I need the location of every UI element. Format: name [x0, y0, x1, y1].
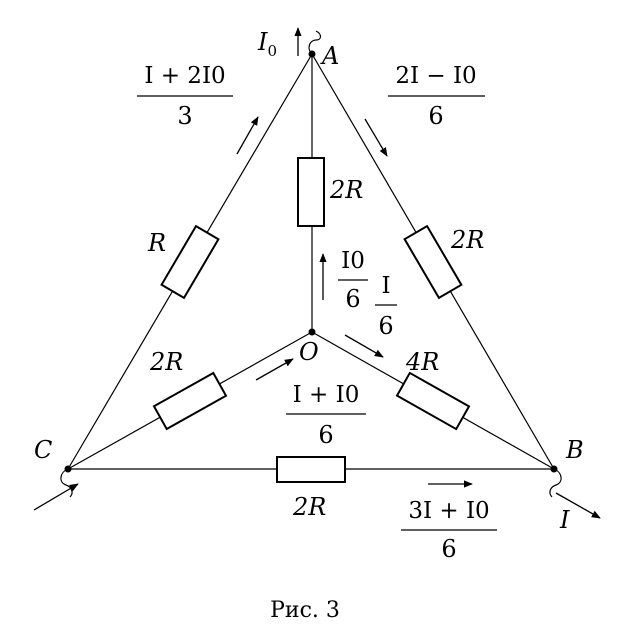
- fraction-CB-numerator: 3I + I0: [408, 498, 489, 524]
- fraction-AB-denominator: 6: [428, 102, 443, 130]
- fraction-CA-denominator: 3: [177, 102, 192, 130]
- current-I0-main: I: [257, 28, 268, 56]
- current-label-I: I: [559, 506, 570, 534]
- node-label-O: O: [299, 338, 319, 366]
- fraction-OB: I 6: [375, 273, 397, 340]
- arrow-current-AB: [364, 118, 388, 157]
- resistor-label-OB: 4R: [405, 348, 439, 376]
- arrow-current-CO: [255, 358, 294, 381]
- arrow-input-C: [33, 483, 79, 511]
- fraction-OA-denominator: 6: [345, 285, 360, 313]
- fraction-OA-numerator: I0: [341, 248, 365, 274]
- resistor-label-CB: 2R: [292, 493, 326, 521]
- node-label-B: B: [565, 436, 584, 464]
- fraction-CA: I + 2I0 3: [137, 63, 233, 130]
- resistor-label-OC: 2R: [149, 348, 183, 376]
- resistor-label-AB: 2R: [450, 226, 484, 254]
- terminal-squiggle-B: [549, 468, 562, 498]
- terminal-squiggle-A: [308, 30, 322, 55]
- resistor-OC: [152, 371, 228, 431]
- fraction-CO-denominator: 6: [318, 421, 333, 449]
- arrow-current-OB: [344, 334, 384, 358]
- fraction-AB: 2I − I0 6: [388, 63, 485, 130]
- fraction-OB-numerator: I: [381, 273, 390, 299]
- node-O-dot: [308, 328, 316, 336]
- arrow-I-out: [555, 492, 601, 519]
- fraction-CO-numerator: I + I0: [293, 382, 360, 408]
- fraction-CB-denominator: 6: [441, 535, 456, 563]
- node-label-A: A: [320, 42, 339, 70]
- current-label-I0: I0: [257, 28, 277, 60]
- terminal-squiggle-C: [60, 468, 73, 498]
- current-I0-sub: 0: [267, 42, 277, 60]
- resistor-OB: [395, 371, 471, 431]
- resistor-AB: [403, 224, 463, 300]
- node-label-C: C: [34, 436, 52, 464]
- resistor-label-AO: 2R: [329, 176, 363, 204]
- fraction-AB-numerator: 2I − I0: [395, 63, 476, 89]
- resistor-label-AC: R: [147, 229, 166, 257]
- figure-caption: Рис. 3: [270, 598, 340, 623]
- fraction-OA: I0 6: [338, 248, 368, 313]
- arrow-current-CA: [236, 116, 259, 155]
- resistor-AC: [160, 224, 220, 300]
- fraction-CA-numerator: I + 2I0: [144, 63, 225, 89]
- resistor-AO: [297, 157, 325, 227]
- resistor-CB: [276, 456, 346, 483]
- fraction-CO: I + I0 6: [286, 382, 366, 449]
- fraction-OB-denominator: 6: [378, 312, 393, 340]
- fraction-CB: 3I + I0 6: [401, 498, 497, 563]
